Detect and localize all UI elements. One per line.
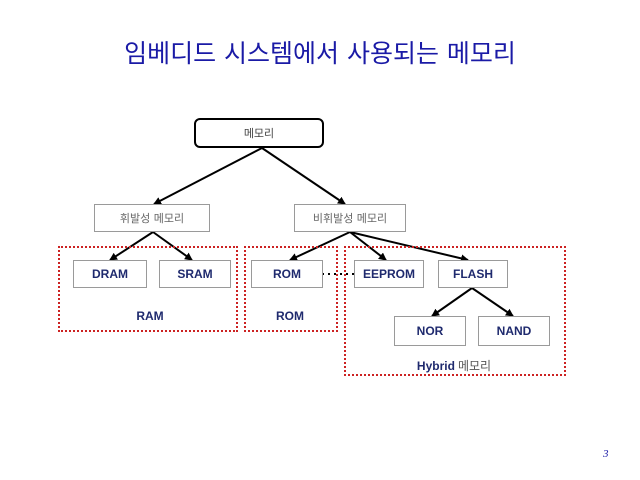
eeprom-node: EEPROM	[354, 260, 424, 288]
hybrid-group-box	[344, 246, 566, 376]
flash-node: FLASH	[438, 260, 508, 288]
nor-node: NOR	[394, 316, 466, 346]
ram-group-box	[58, 246, 238, 332]
ram-group-label: RAM	[136, 309, 164, 323]
rom-group-box	[244, 246, 338, 332]
volatile-memory-node: 휘발성 메모리	[94, 204, 210, 232]
arrow-root-volatile	[153, 147, 263, 205]
nonvolatile-memory-node: 비휘발성 메모리	[294, 204, 406, 232]
dram-node: DRAM	[73, 260, 147, 288]
sram-node: SRAM	[159, 260, 231, 288]
arrow-root-nonvolatile	[261, 147, 346, 205]
nand-node: NAND	[478, 316, 550, 346]
slide-title: 임베디드 시스템에서 사용되는 메모리	[124, 39, 516, 68]
arrow-flash-nand	[471, 287, 514, 317]
arrow-flash-nor	[431, 287, 473, 317]
memory-root-node: 메모리	[194, 118, 324, 148]
page-number: 3	[603, 448, 609, 460]
hybrid-label-suffix: 메모리	[457, 359, 492, 373]
rom-group-label: ROM	[276, 309, 304, 323]
hybrid-label-text: Hybrid	[416, 359, 455, 373]
rom-node: ROM	[251, 260, 323, 288]
